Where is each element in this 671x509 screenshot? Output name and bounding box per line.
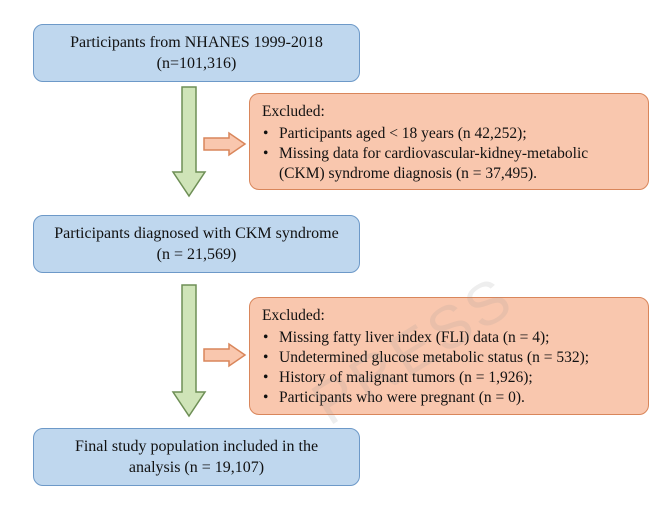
exclusion-item-text: Missing data for cardiovascular-kidney-m… <box>279 145 589 182</box>
final-box-line1: Final study population included in the <box>74 438 319 455</box>
exclusion-item-text: Undetermined glucose metabolic status (n… <box>279 349 590 366</box>
participants-box: Participants from NHANES 1999-2018 (n=10… <box>33 24 360 82</box>
exclusion-item: • Participants who were pregnant (n = 0)… <box>262 388 636 408</box>
down-arrow-1 <box>171 86 207 198</box>
bullet-icon: • <box>263 369 269 386</box>
bullet-icon: • <box>263 329 269 346</box>
exclusion-item-text: Participants aged < 18 years (n 42,252); <box>279 125 527 142</box>
exclusion-item-text: History of malignant tumors (n = 1,926); <box>279 369 533 386</box>
right-arrow-2 <box>203 342 247 368</box>
ckm-box: Participants diagnosed with CKM syndrome… <box>33 215 360 273</box>
exclusion-item: • Participants aged < 18 years (n 42,252… <box>262 124 636 144</box>
exclusion-item: • History of malignant tumors (n = 1,926… <box>262 368 636 388</box>
bullet-icon: • <box>263 145 269 162</box>
exclusion-item: • Missing fatty liver index (FLI) data (… <box>262 328 636 348</box>
ckm-box-line2: (n = 21,569) <box>156 246 237 263</box>
exclusion-list-1: • Participants aged < 18 years (n 42,252… <box>262 124 636 184</box>
down-arrow-2 <box>171 284 207 418</box>
bullet-icon: • <box>263 349 269 366</box>
exclusion-item-text: Participants who were pregnant (n = 0). <box>279 389 525 406</box>
exclusion-heading-2: Excluded: <box>262 307 325 324</box>
right-arrow-1 <box>203 131 247 157</box>
exclusion-item-text: Missing fatty liver index (FLI) data (n … <box>279 329 550 346</box>
exclusion-list-2: • Missing fatty liver index (FLI) data (… <box>262 328 636 408</box>
bullet-icon: • <box>263 125 269 142</box>
exclusion-heading-1: Excluded: <box>262 103 325 120</box>
final-box-line2: analysis (n = 19,107) <box>128 459 265 476</box>
exclusion-item: • Undetermined glucose metabolic status … <box>262 348 636 368</box>
ckm-box-line1: Participants diagnosed with CKM syndrome <box>54 225 339 242</box>
final-population-box: Final study population included in the a… <box>33 428 360 486</box>
participants-box-line2: (n=101,316) <box>156 55 237 72</box>
exclusion-box-2: Excluded: • Missing fatty liver index (F… <box>249 297 649 415</box>
participants-box-line1: Participants from NHANES 1999-2018 <box>70 34 323 51</box>
bullet-icon: • <box>263 389 269 406</box>
exclusion-box-1: Excluded: • Participants aged < 18 years… <box>249 93 649 190</box>
exclusion-item: • Missing data for cardiovascular-kidney… <box>262 144 636 184</box>
